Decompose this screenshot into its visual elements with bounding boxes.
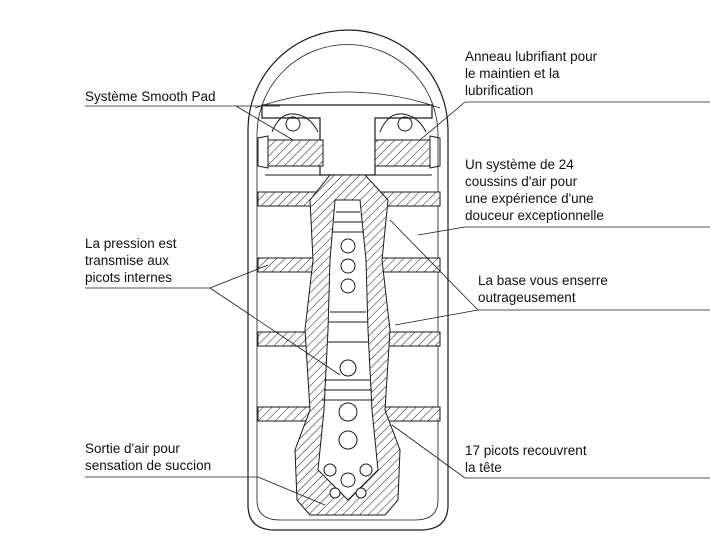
inner-channel [317,199,379,501]
inner-shell [256,44,439,521]
leader-lines [85,101,710,506]
label-line: coussins d'air pour [465,174,578,189]
air-cushion-rows [257,191,441,422]
label-pressure: La pression est transmise aux picots int… [85,235,177,286]
label-line: une expérience d'une [465,191,594,206]
label-line: Système Smooth Pad [85,89,216,104]
label-line: picots internes [85,270,173,285]
label-line: La pression est [85,236,177,251]
label-line: 17 picots recouvrent [465,443,587,458]
sleeve-ridges [322,211,374,401]
smooth-pad-blocks [257,135,441,169]
pad-right [374,139,431,167]
label-line: outrageusement [478,290,576,305]
label-air-exit: Sortie d'air pour sensation de succion [85,440,211,474]
label-line: Un système de 24 [465,157,574,172]
internal-nubs [323,238,373,499]
label-line: sensation de succion [85,458,212,473]
lubricating-ring [265,113,432,176]
label-line: le maintien et la [465,66,560,81]
label-line: lubrification [465,83,534,98]
label-line: douceur exceptionnelle [465,208,604,223]
pad-left [267,139,324,167]
label-line: Anneau lubrifiant pour [465,49,598,64]
label-line: Sortie d'air pour [85,441,180,456]
outer-shell [247,29,449,531]
label-nubs: 17 picots recouvrent la tête [465,442,587,476]
label-air-cushions: Un système de 24 coussins d'air pour une… [465,156,604,224]
label-smooth-pad: Système Smooth Pad [85,88,216,105]
label-base: La base vous enserre outrageusement [478,272,608,306]
label-line: transmise aux [85,253,170,268]
label-lubricating-ring: Anneau lubrifiant pour le maintien et la… [465,48,597,99]
label-line: la tête [465,460,502,475]
label-line: La base vous enserre [478,273,608,288]
